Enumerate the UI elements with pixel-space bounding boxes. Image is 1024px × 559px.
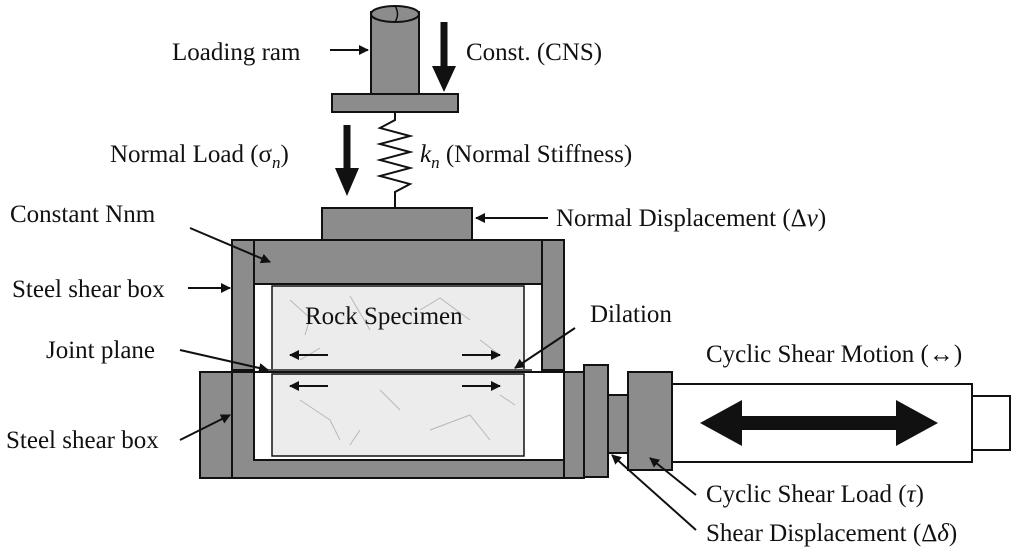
normal-stiffness-label: kn (Normal Stiffness)	[420, 141, 632, 172]
lower-steel-shear-box	[199, 371, 585, 479]
dilation-label: Dilation	[590, 301, 672, 328]
top-loading-platen	[321, 207, 473, 241]
cyclic-shear-load-label: Cyclic Shear Load (τ)	[706, 481, 924, 508]
shear-displacement-label: Shear Displacement (Δδ)	[706, 520, 957, 547]
rock-specimen-label: Rock Specimen	[305, 303, 463, 330]
shear-displacement-leader	[611, 454, 697, 531]
const-cns-label: Const. (CNS)	[466, 39, 602, 66]
joint-plane-leader	[179, 349, 269, 373]
loading-ram	[331, 5, 459, 113]
const-cns-arrow	[432, 22, 456, 92]
cyclic-shear-load-leader	[649, 457, 697, 496]
joint-plane-label: Joint plane	[46, 337, 155, 364]
steel-shear-box-bottom-leader	[179, 414, 231, 441]
upper-steel-shear-box	[231, 239, 565, 371]
loading-ram-label: Loading ram	[172, 39, 301, 66]
constant-nnm-leader	[189, 227, 271, 264]
constant-nnm-label: Constant Nnm	[10, 201, 156, 228]
normal-displacement-label: Normal Displacement (Δv)	[556, 205, 826, 232]
cyclic-shear-motion-label: Cyclic Shear Motion (↔)	[706, 341, 962, 368]
steel-shear-box-top-label: Steel shear box	[12, 276, 165, 303]
cyclic-shear-double-arrow	[700, 400, 938, 446]
dilation-leader	[514, 327, 576, 369]
steel-shear-box-bottom-label: Steel shear box	[6, 427, 159, 454]
normal-load-label: Normal Load (σn)	[110, 141, 289, 172]
normal-load-arrow	[335, 125, 359, 196]
shear-direction-arrows	[289, 350, 501, 391]
normal-stiffness-spring	[376, 112, 414, 208]
